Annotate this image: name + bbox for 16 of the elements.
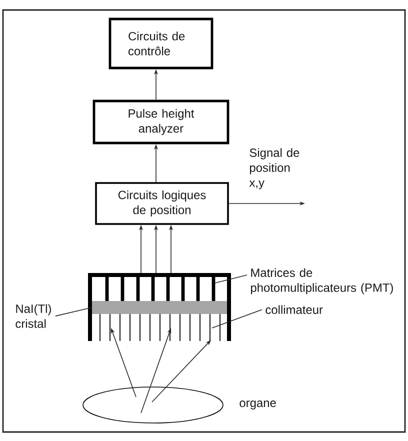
photomultiplier-array: [105, 276, 216, 301]
collimator: [99, 314, 221, 341]
process-box: Circuits logiques de position: [95, 182, 229, 225]
arrow: [152, 340, 211, 402]
leader-line: [55, 307, 92, 316]
leader-line: [212, 309, 262, 328]
leader-line: [214, 274, 248, 284]
crystal-bar: [92, 301, 227, 314]
beside-label: organe: [240, 400, 276, 410]
process-box: Pulse height analyzer: [92, 100, 230, 144]
edge-label: Signal de position x,y: [249, 148, 302, 190]
process-box: Circuits de contrôle: [108, 18, 214, 70]
callout-label: Matrices de photomultiplicateurs (PMT): [250, 268, 393, 294]
callout-label: collimateur: [266, 305, 323, 314]
callout-label: NaI(Tl) cristal: [16, 304, 51, 328]
organ-ellipse: [82, 386, 224, 424]
